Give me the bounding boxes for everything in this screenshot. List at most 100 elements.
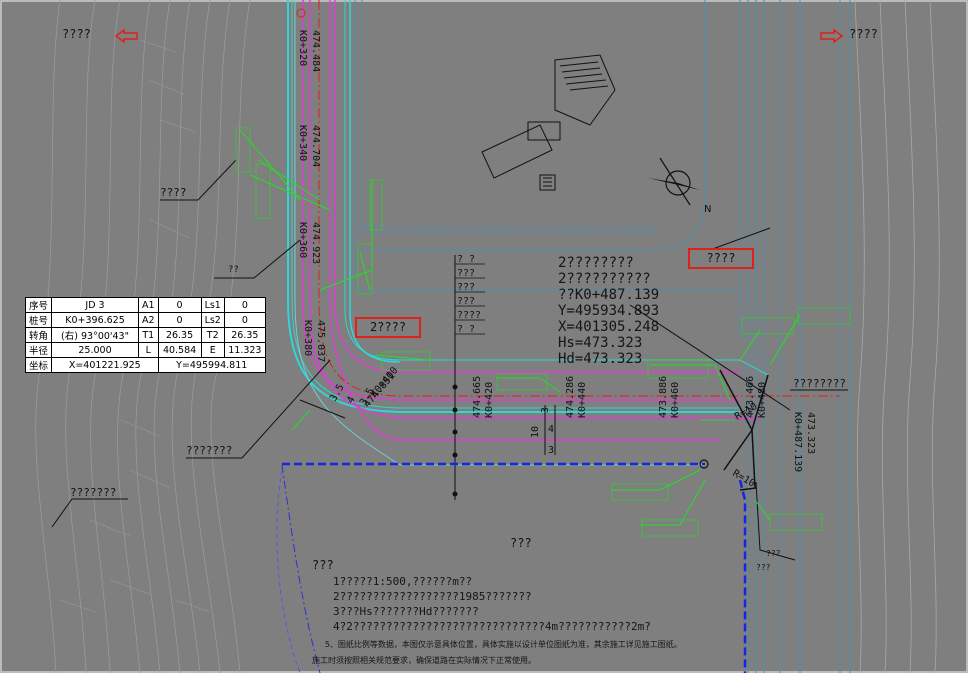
note-line: 3???Hs???????Hd??????? — [333, 605, 479, 618]
point-info-line: ??K0+487.139 — [558, 287, 660, 303]
svg-text:3: 3 — [540, 407, 551, 413]
callout-right-1: ???????? — [793, 377, 846, 390]
note-line-6: 施工时须按照相关规范要求，确保道路在实际情况下正常使用。 — [312, 656, 536, 665]
table-cell: 26.35 — [157, 327, 202, 343]
left-arrow-icon — [114, 28, 138, 44]
stake-k440: K0+440 — [577, 382, 588, 418]
callout-bottom-left: ??? — [312, 558, 334, 572]
elev-480: 473.466 — [745, 376, 756, 418]
svg-text:???: ??? — [457, 296, 475, 307]
table-row: 序号 JD 3 A1 0 Ls1 0 — [24, 297, 266, 313]
section-dims: 3 4 3 10 3.5 4 3.5 — [328, 382, 554, 456]
right-direction-label: ???? — [849, 27, 878, 41]
stake-k360: K0+360 — [297, 222, 308, 258]
point-info-line: X=401305.248 — [558, 319, 660, 335]
direction-arrows — [114, 28, 844, 44]
table-cell: 半径 — [24, 342, 53, 358]
table-row: 半径 25.000 L 40.584 E 11.323 — [24, 342, 266, 358]
terrain-ticks — [59, 39, 211, 613]
notes-block: 1?????1:500,??????m?? 2?????????????????… — [333, 575, 651, 633]
point-info-line: Hs=473.323 — [558, 335, 643, 351]
table-cell: Ls2 — [200, 312, 225, 328]
note-line: 2??????????????????1985??????? — [333, 590, 532, 603]
table-row: 坐标 X=401221.925 Y=495994.811 — [24, 357, 266, 373]
table-cell: JD 3 — [51, 297, 140, 313]
elev-380: 475.037 — [315, 320, 326, 362]
section-dots — [452, 384, 458, 497]
table-cell: 转角 — [24, 327, 53, 343]
callout-left-3: ??????? — [186, 444, 233, 457]
point-info-line: 2???????? — [558, 255, 634, 271]
callout-left-2: ?? — [228, 265, 239, 275]
svg-text:???: ??? — [457, 268, 475, 279]
stake-k480: K0+480 — [757, 382, 768, 418]
table-cell: (右) 93°00'43" — [51, 327, 140, 343]
table-cell: Ls1 — [200, 297, 225, 313]
svg-text:4: 4 — [345, 395, 358, 406]
svg-text:????: ???? — [457, 310, 481, 321]
stake-k460: K0+460 — [670, 382, 681, 418]
svg-text:? ?: ? ? — [457, 324, 475, 335]
curve-element-table: 序号 JD 3 A1 0 Ls1 0 桩号 K0+396.625 A2 0 Ls… — [24, 297, 266, 373]
table-cell: 0 — [157, 312, 202, 328]
svg-text:???: ??? — [457, 282, 475, 293]
table-row: 桩号 K0+396.625 A2 0 Ls2 0 — [24, 312, 266, 328]
table-cell: 坐标 — [24, 357, 53, 373]
note-line: 1?????1:500,??????m?? — [333, 575, 473, 588]
stake-k320: K0+320 — [297, 30, 308, 66]
elev-420: 474.665 — [472, 376, 483, 418]
svg-text:3: 3 — [548, 445, 554, 456]
table-cell: X=401221.925 — [51, 357, 159, 373]
table-cell: 11.323 — [223, 342, 266, 358]
table-cell: T1 — [138, 327, 159, 343]
buildings — [481, 54, 616, 191]
lane-lines — [302, 0, 761, 441]
red-label-box-right: ???? — [688, 248, 754, 269]
table-cell: 桩号 — [24, 312, 53, 328]
table-cell: 26.35 — [223, 327, 266, 343]
table-cell: 0 — [157, 297, 202, 313]
table-cell: L — [138, 342, 159, 358]
north-arrow: N — [648, 157, 711, 215]
road-edges — [287, 0, 769, 466]
table-cell: E — [200, 342, 225, 358]
callout-right-2: ??? — [766, 549, 781, 558]
cross-section-marks — [299, 255, 556, 500]
point-info-block: 2???????? 2?????????? ??K0+487.139 Y=495… — [558, 255, 659, 367]
table-cell: K0+396.625 — [51, 312, 140, 328]
note-line: 4?2?????????????????????????????4m??????… — [333, 620, 651, 633]
red-label-box-left: 2???? — [355, 317, 421, 338]
table-cell: 0 — [223, 312, 266, 328]
table-cell: T2 — [200, 327, 225, 343]
svg-text:10: 10 — [530, 426, 541, 438]
svg-text:N: N — [704, 204, 711, 215]
right-arrow-icon — [820, 28, 844, 44]
table-cell: 25.000 — [51, 342, 140, 358]
callout-right-3: ??? — [756, 563, 771, 572]
green-label-blocks — [235, 127, 851, 537]
elev-440: 474.286 — [565, 376, 576, 418]
table-row: 转角 (右) 93°00'43" T1 26.35 T2 26.35 — [24, 327, 266, 343]
table-cell: 40.584 — [157, 342, 202, 358]
left-direction-label: ???? — [62, 27, 91, 41]
radius-label-2: R=10 — [731, 468, 757, 490]
svg-text:4: 4 — [548, 424, 554, 435]
callout-center: ??? — [510, 536, 532, 550]
property-boundary — [282, 462, 747, 673]
elev-360: 474.923 — [310, 222, 321, 264]
stake-k340: K0+340 — [297, 125, 308, 161]
stake-k380: K0+380 — [302, 320, 313, 356]
point-info-line: 2?????????? — [558, 271, 651, 287]
stake-k487: K0+487.139 — [792, 412, 803, 472]
stake-k420: K0+420 — [484, 382, 495, 418]
elev-320: 474.484 — [310, 30, 321, 72]
site-boundaries — [354, 0, 851, 673]
elev-460: 473.886 — [658, 376, 669, 418]
junction-lines — [699, 369, 769, 491]
legend-stack: ? ? ??? ??? ??? ???? ? ? — [457, 254, 481, 335]
table-cell: A1 — [138, 297, 159, 313]
green-annotations — [239, 129, 801, 526]
